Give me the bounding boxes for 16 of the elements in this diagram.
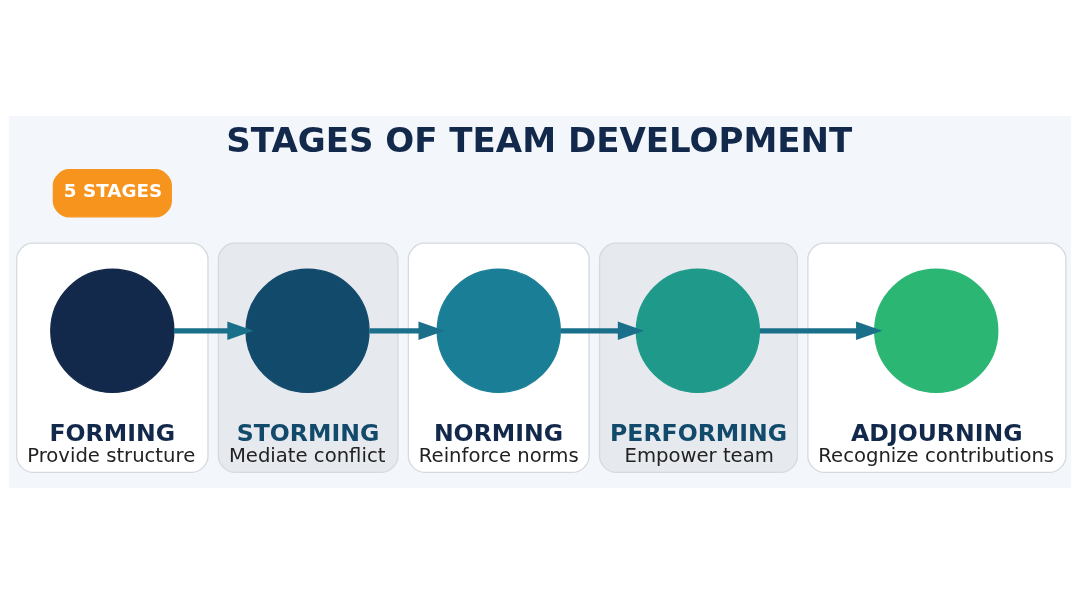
arrow — [174, 321, 254, 340]
cluster: FORMING Provide structure — [16, 241, 209, 473]
arrow — [560, 321, 645, 340]
cluster: ADJOURNING Recognize contributions — [807, 241, 1067, 473]
arrow — [759, 321, 883, 340]
node-circle — [874, 268, 999, 393]
node-circle — [245, 268, 370, 393]
label: 5 STAGES — [63, 179, 163, 201]
cluster: NORMING Reinforce norms — [407, 241, 590, 473]
arrow — [369, 321, 445, 340]
node-circle — [436, 268, 561, 393]
node-circle — [635, 268, 761, 393]
cluster: STORMING Mediate conflict — [217, 241, 399, 473]
cluster: PERFORMING Empower team — [598, 241, 799, 473]
node-circle — [50, 268, 175, 393]
diagram-title: STAGES OF TEAM DEVELOPMENT — [226, 119, 853, 160]
